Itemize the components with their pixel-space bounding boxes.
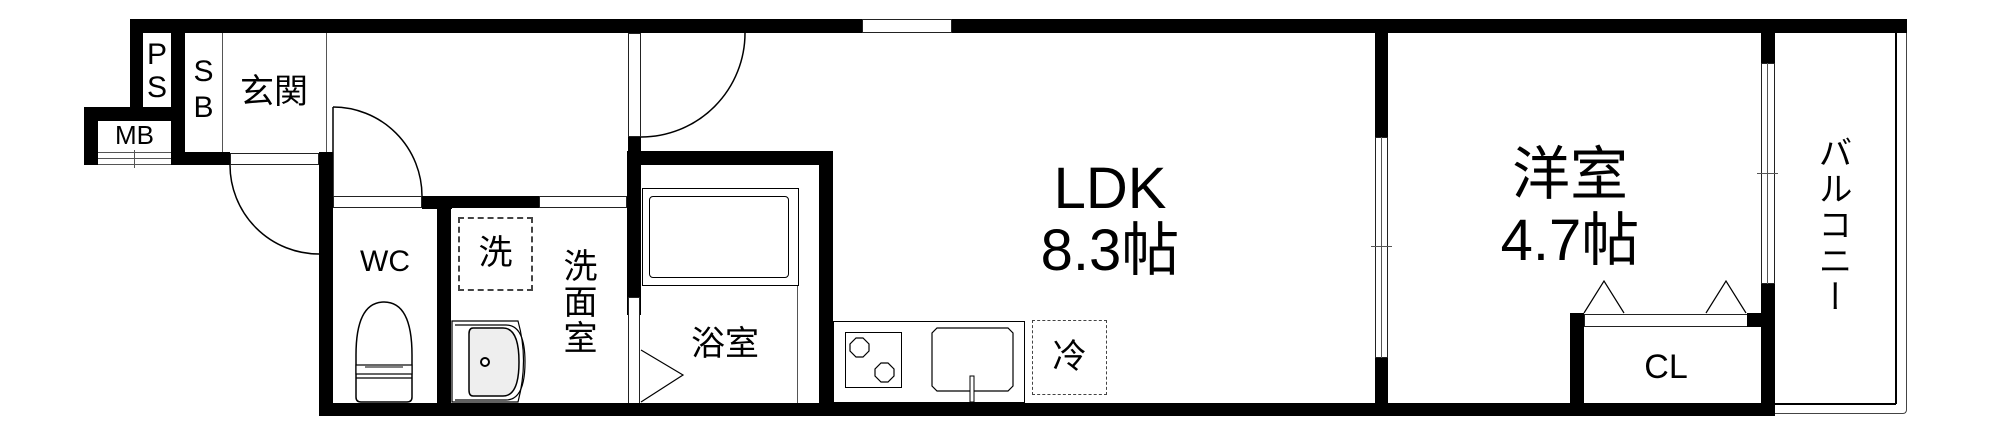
balcony-label: バルコニー xyxy=(1813,135,1851,315)
wc-label: WC xyxy=(360,245,410,278)
sb-divider xyxy=(222,33,223,152)
sb-label-2: B xyxy=(193,91,214,124)
washroom-label: 洗面室 xyxy=(558,248,596,356)
sliding-door-mark xyxy=(1371,246,1392,247)
washroom-bath-wall xyxy=(627,160,641,315)
mb-door-divider xyxy=(134,150,135,168)
western-room-label: 洋室 xyxy=(1511,142,1628,207)
corridor-right-wall-stub xyxy=(628,137,641,161)
mb-bottom-wall xyxy=(84,151,98,165)
washroom-top-dotted xyxy=(451,206,539,207)
toilet-icon xyxy=(355,301,413,403)
bathtub-icon xyxy=(649,196,789,278)
top-window xyxy=(862,19,952,33)
balcony-outer-rail xyxy=(1775,33,1907,414)
ps-label-2: S xyxy=(146,71,167,104)
ldk-western-wall-top xyxy=(1375,19,1388,137)
washer-space xyxy=(458,217,533,291)
fridge-space xyxy=(1032,320,1107,395)
sliding-door-center xyxy=(1381,137,1382,358)
entrance-label: 玄関 xyxy=(240,73,308,111)
balcony-wall-bottom xyxy=(1761,284,1775,416)
western-room-size: 4.7帖 xyxy=(1500,208,1640,273)
washer-label: 洗 xyxy=(478,234,513,272)
burner-icon xyxy=(849,337,895,383)
mb-left-wall xyxy=(84,107,98,165)
entrance-bottom-wall xyxy=(184,152,230,165)
fridge-label: 冷 xyxy=(1052,338,1087,376)
washroom-opening xyxy=(539,196,627,208)
balcony-wall-top xyxy=(1761,19,1775,63)
ldk-label: LDK xyxy=(1053,156,1167,221)
balcony-inner-bottom xyxy=(1775,403,1896,405)
washroom-top-wall xyxy=(437,196,539,208)
stove-icon xyxy=(845,332,902,388)
bath-door-fold-icon xyxy=(640,349,685,403)
closet-left-wall xyxy=(1570,313,1584,416)
corridor-left-wall xyxy=(319,152,333,416)
ldk-size: 8.3帖 xyxy=(1040,218,1180,283)
top-wall xyxy=(130,19,1907,33)
bathroom-label: 浴室 xyxy=(691,325,759,363)
ps-right-wall xyxy=(171,19,185,165)
entry-door-threshold xyxy=(230,153,319,165)
ps-label-1: P xyxy=(146,38,167,71)
closet-label: CL xyxy=(1644,348,1688,386)
sb-label-1: S xyxy=(193,55,214,88)
ldk-door-frame xyxy=(628,33,641,137)
mb-top-wall xyxy=(84,107,184,121)
balcony-inner-right xyxy=(1895,33,1897,404)
bath-top-wall xyxy=(627,151,833,165)
entry-door-swing-icon xyxy=(229,164,320,255)
ps-left-wall xyxy=(130,19,143,109)
mb-label: MB xyxy=(115,120,154,150)
bath-door xyxy=(628,297,640,407)
ldk-western-wall-bottom xyxy=(1375,358,1388,416)
kitchen-sink-icon xyxy=(931,327,1014,403)
wc-door-threshold xyxy=(333,196,422,208)
ldk-door-swing-icon xyxy=(640,32,746,138)
closet-door xyxy=(1584,314,1748,327)
closet-door-fold-icon xyxy=(1583,279,1747,314)
hall-door-swing-icon xyxy=(332,106,423,197)
entrance-divider xyxy=(326,33,327,152)
bottom-wall xyxy=(319,403,1775,416)
washbasin-icon xyxy=(451,320,526,403)
closet-door-stub xyxy=(1747,313,1762,327)
bath-right-line xyxy=(797,286,798,404)
bath-right-wall xyxy=(819,151,833,416)
wc-right-wall xyxy=(437,196,451,416)
balcony-window-mark xyxy=(1757,173,1778,174)
